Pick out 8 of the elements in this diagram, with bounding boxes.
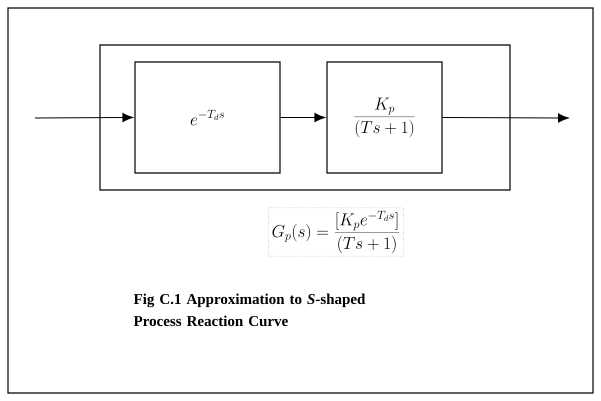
arrow [442, 113, 569, 123]
transfer-function: $G_p(s)=\frac{[K_p e^{-T_d s}]}{(Ts+1)}$ [268, 208, 404, 256]
arrow [280, 112, 326, 122]
figure-caption: Fig C.1 Approximation to S-shaped Process Reaction Curve [134, 294, 366, 326]
block-box: $e^{-T_d s}$ [134, 61, 281, 174]
block-box: $\frac{K_p}{(Ts+1)}$ [326, 61, 443, 174]
arrow [34, 112, 134, 122]
system-box [99, 44, 511, 191]
